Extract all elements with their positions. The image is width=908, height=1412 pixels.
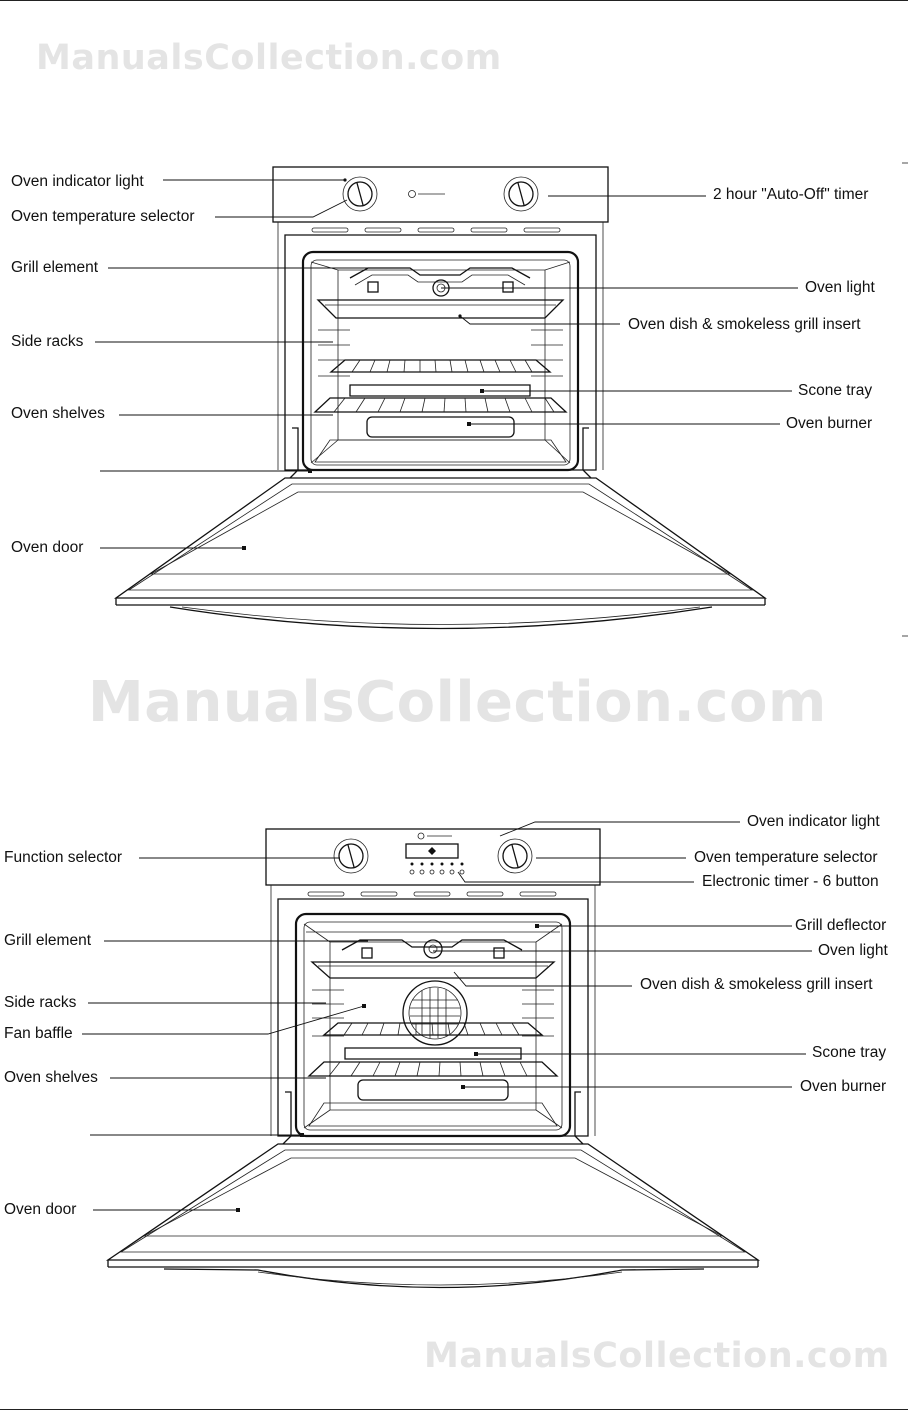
oven2-label-dish-insert: Oven dish & smokeless grill insert [640, 976, 873, 993]
oven2-label-oven-light: Oven light [818, 942, 888, 959]
oven2-diagram [82, 821, 812, 1289]
oven2-label-oven-shelves: Oven shelves [4, 1069, 98, 1086]
oven2-label-oven-burner: Oven burner [800, 1078, 887, 1095]
oven2-label-fan-baffle: Fan baffle [4, 1025, 73, 1042]
oven1-label-indicator-light: Oven indicator light [11, 173, 144, 190]
oven1-label-oven-light: Oven light [805, 279, 875, 296]
watermark-top: ManualsCollection.com [36, 38, 502, 78]
oven1-label-scone-tray: Scone tray [798, 382, 873, 399]
bottom-rule [0, 1409, 908, 1410]
oven2-label-side-racks: Side racks [4, 994, 77, 1011]
oven2-label-grill-deflector: Grill deflector [795, 917, 887, 934]
oven1-label-timer: 2 hour "Auto-Off" timer [713, 186, 869, 203]
oven1-label-temp-selector: Oven temperature selector [11, 208, 195, 225]
oven1-label-oven-burner: Oven burner [786, 415, 873, 432]
oven1-diagram [95, 162, 908, 637]
oven1-label-dish-insert: Oven dish & smokeless grill insert [628, 316, 861, 333]
top-rule [0, 0, 908, 1]
oven1-label-oven-door: Oven door [11, 539, 84, 556]
watermark-bottom: ManualsCollection.com [424, 1336, 890, 1376]
oven2-label-grill-element: Grill element [4, 932, 91, 949]
oven1-label-grill-element: Grill element [11, 259, 98, 276]
oven2-label-temp-selector: Oven temperature selector [694, 849, 878, 866]
oven2-label-electronic-timer: Electronic timer - 6 button [702, 873, 879, 890]
oven2-label-function-selector: Function selector [4, 849, 123, 866]
oven1-label-side-racks: Side racks [11, 333, 84, 350]
watermark-middle: ManualsCollection.com [88, 670, 827, 735]
oven2-label-indicator-light: Oven indicator light [747, 813, 880, 830]
oven2-label-oven-door: Oven door [4, 1201, 77, 1218]
oven2-label-scone-tray: Scone tray [812, 1044, 887, 1061]
oven1-label-oven-shelves: Oven shelves [11, 405, 105, 422]
